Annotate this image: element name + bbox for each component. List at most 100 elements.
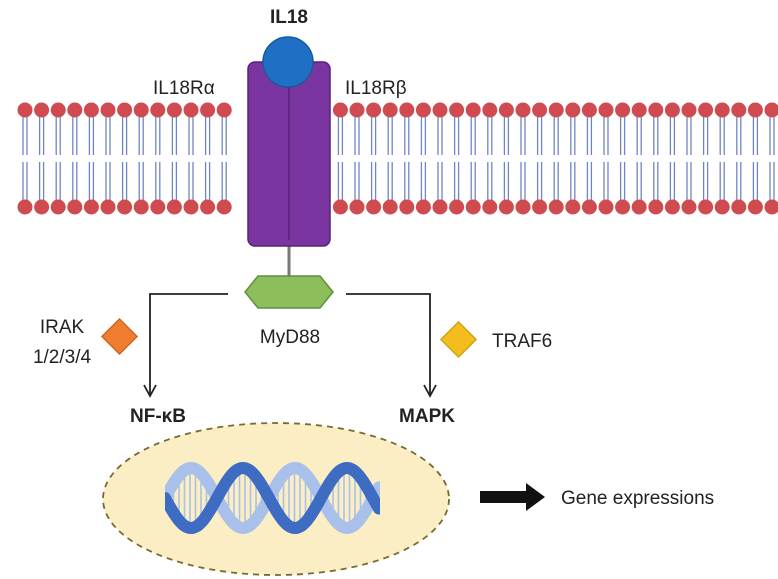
lipid-head (631, 199, 647, 215)
gene-expressions-label: Gene expressions (561, 488, 714, 509)
lipid-head (465, 102, 481, 118)
ligand-label: IL18 (270, 7, 308, 28)
lipid-head (681, 199, 697, 215)
lipid-head (498, 199, 514, 215)
lipid-head (83, 102, 99, 118)
lipid-head (664, 102, 680, 118)
lipid-head (133, 199, 149, 215)
nfkb-arrow (143, 293, 228, 398)
lipid-head (17, 199, 33, 215)
irak-diamond (100, 317, 139, 356)
lipid-head (698, 102, 714, 118)
lipid-head (565, 102, 581, 118)
lipid-head (183, 102, 199, 118)
lipid-head (133, 102, 149, 118)
lipid-head (166, 102, 182, 118)
lipid-head (332, 102, 348, 118)
lipid-head (399, 102, 415, 118)
lipid-head (100, 199, 116, 215)
lipid-head (415, 199, 431, 215)
lipid-head (166, 199, 182, 215)
lipid-head (482, 199, 498, 215)
lipid-head (747, 199, 763, 215)
lipid-head (548, 102, 564, 118)
lipid-head (382, 199, 398, 215)
irak-label-line2: 1/2/3/4 (33, 347, 92, 368)
lipid-head (515, 102, 531, 118)
irak-label-line1: IRAK (40, 317, 85, 338)
receptor-alpha-label: IL18Rα (153, 78, 215, 99)
lipid-head (664, 199, 680, 215)
lipid-head (83, 199, 99, 215)
lipid-head (34, 102, 50, 118)
lipid-head (67, 102, 83, 118)
lipid-head (648, 199, 664, 215)
nfkb-label: NF-κB (130, 406, 186, 427)
mapk-label: MAPK (399, 406, 455, 427)
lipid-head (482, 102, 498, 118)
traf6-diamond (439, 320, 478, 359)
lipid-head (532, 199, 548, 215)
lipid-head (681, 102, 697, 118)
lipid-head (731, 102, 747, 118)
output-arrow (480, 483, 545, 511)
lipid-head (764, 102, 778, 118)
lipid-head (598, 102, 614, 118)
lipid-head (548, 199, 564, 215)
lipid-head (648, 102, 664, 118)
lipid-head (631, 102, 647, 118)
lipid-head (200, 102, 216, 118)
lipid-head (50, 102, 66, 118)
dna-helix (165, 461, 380, 535)
lipid-head (764, 199, 778, 215)
lipid-head (399, 199, 415, 215)
lipid-head (714, 199, 730, 215)
dna-strand-dark (165, 461, 380, 535)
lipid-head (117, 199, 133, 215)
lipid-head (432, 199, 448, 215)
lipid-head (366, 199, 382, 215)
lipid-head (200, 199, 216, 215)
lipid-head (532, 102, 548, 118)
lipid-head (615, 199, 631, 215)
lipid-head (216, 102, 232, 118)
mapk-arrow (346, 293, 437, 398)
lipid-head (332, 199, 348, 215)
lipid-head (565, 199, 581, 215)
lipid-head (698, 199, 714, 215)
lipid-head (50, 199, 66, 215)
lipid-head (150, 199, 166, 215)
lipid-head (415, 102, 431, 118)
lipid-head (498, 102, 514, 118)
receptor-beta-label: IL18Rβ (345, 78, 407, 99)
lipid-head (17, 102, 33, 118)
il18-ligand (262, 36, 314, 88)
lipid-head (67, 199, 83, 215)
lipid-head (34, 199, 50, 215)
lipid-head (349, 199, 365, 215)
lipid-head (349, 102, 365, 118)
lipid-head (581, 199, 597, 215)
lipid-head (465, 199, 481, 215)
cell-membrane (17, 102, 778, 215)
lipid-head (449, 102, 465, 118)
myd88-label: MyD88 (260, 327, 320, 348)
lipid-head (183, 199, 199, 215)
lipid-head (432, 102, 448, 118)
lipid-head (615, 102, 631, 118)
lipid-head (117, 102, 133, 118)
lipid-head (515, 199, 531, 215)
il18-receptor (247, 61, 331, 277)
traf6-label: TRAF6 (492, 331, 552, 352)
lipid-head (100, 102, 116, 118)
lipid-head (150, 102, 166, 118)
lipid-head (581, 102, 597, 118)
lipid-head (366, 102, 382, 118)
lipid-head (731, 199, 747, 215)
lipid-head (747, 102, 763, 118)
lipid-head (598, 199, 614, 215)
lipid-head (714, 102, 730, 118)
lipid-head (382, 102, 398, 118)
